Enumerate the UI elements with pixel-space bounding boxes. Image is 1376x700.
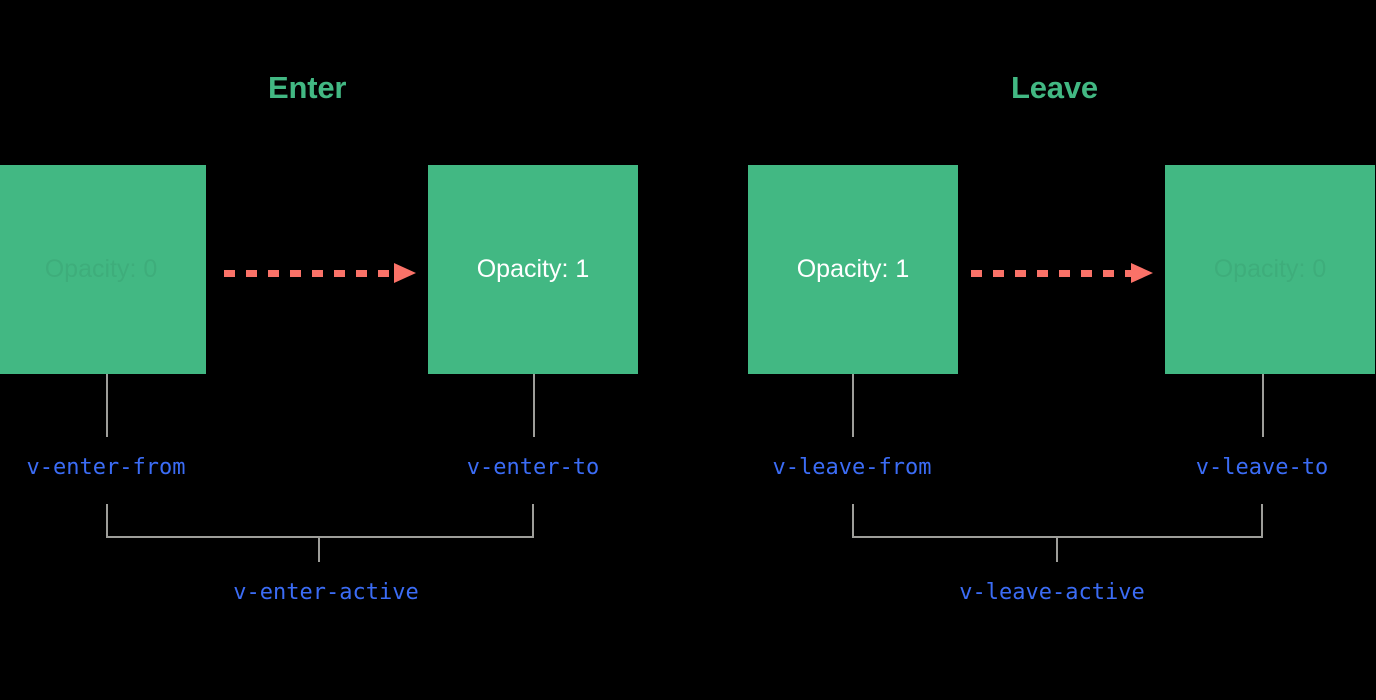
leave-arrow-dashed-line xyxy=(971,270,1131,277)
enter-active-bracket xyxy=(106,504,534,538)
enter-to-state-box: Opacity: 1 xyxy=(428,165,638,374)
leave-to-opacity-text: Opacity: 0 xyxy=(1213,255,1327,283)
enter-from-state-box: Opacity: 0 xyxy=(0,165,206,374)
enter-active-bracket-stem xyxy=(318,537,320,562)
leave-from-opacity-text: Opacity: 1 xyxy=(796,255,910,283)
leave-from-state-box: Opacity: 1 xyxy=(748,165,958,374)
label-v-leave-to: v-leave-to xyxy=(1195,455,1329,480)
enter-transition-arrow-icon xyxy=(224,263,416,283)
label-v-enter-to: v-enter-to xyxy=(466,455,600,480)
enter-to-opacity-text: Opacity: 1 xyxy=(476,255,590,283)
leave-active-bracket-stem xyxy=(1056,537,1058,562)
leave-to-connector-line xyxy=(1262,374,1264,437)
label-v-leave-active: v-leave-active xyxy=(959,580,1145,605)
leave-to-state-box: Opacity: 0 xyxy=(1165,165,1375,374)
leave-section-heading: Leave xyxy=(1011,70,1098,105)
leave-from-connector-line xyxy=(852,374,854,437)
label-v-enter-active: v-enter-active xyxy=(233,580,419,605)
label-v-leave-from: v-leave-from xyxy=(772,455,932,480)
enter-arrow-dashed-line xyxy=(224,270,394,277)
enter-arrow-head-icon xyxy=(394,263,416,283)
enter-from-opacity-text: Opacity: 0 xyxy=(44,255,158,283)
enter-section-heading: Enter xyxy=(268,70,347,105)
enter-to-connector-line xyxy=(533,374,535,437)
leave-active-bracket xyxy=(852,504,1263,538)
label-v-enter-from: v-enter-from xyxy=(26,455,186,480)
leave-arrow-head-icon xyxy=(1131,263,1153,283)
enter-from-connector-line xyxy=(106,374,108,437)
leave-transition-arrow-icon xyxy=(971,263,1153,283)
